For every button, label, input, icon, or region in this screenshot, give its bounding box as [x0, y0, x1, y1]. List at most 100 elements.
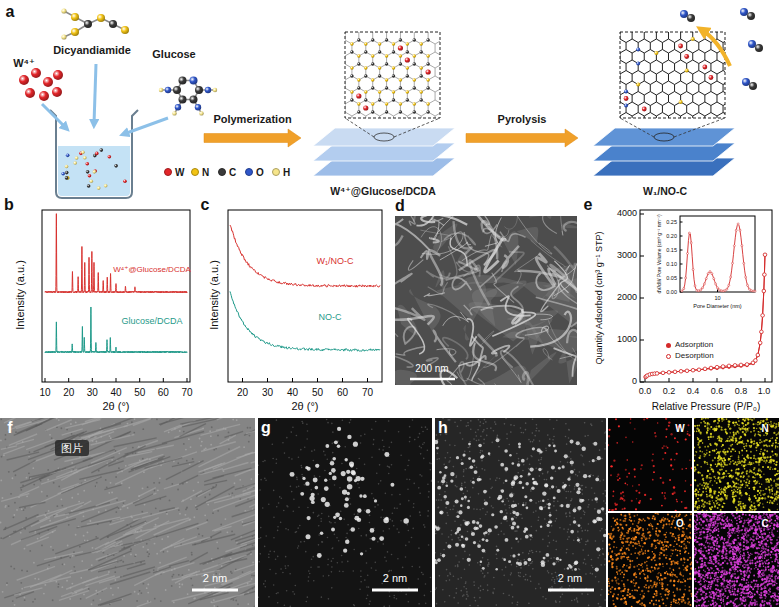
noise-dot: [98, 511, 100, 513]
noise-dot: [389, 595, 391, 597]
noise-dot: [37, 538, 39, 540]
noise-dot: [92, 547, 94, 549]
noise-dot: [366, 534, 368, 536]
noise-dot: [122, 561, 124, 563]
noise-dot: [235, 600, 237, 602]
noise-dot: [216, 541, 218, 543]
sheet-edge: [404, 327, 416, 345]
noise-dot: [192, 584, 194, 586]
lattice-fringe: [55, 458, 93, 471]
noise-dot: [531, 536, 533, 538]
noise-dot: [314, 449, 316, 451]
noise-dot: [354, 605, 356, 607]
data-marker: [739, 229, 741, 231]
single-atom-dot: [337, 444, 341, 448]
data-marker: [747, 284, 749, 286]
noise-dot: [463, 520, 465, 522]
noise-dot: [156, 553, 158, 555]
data-marker: [756, 353, 760, 357]
data-marker: [703, 367, 707, 371]
lattice-atom: [420, 66, 423, 69]
lattice-fringe: [117, 458, 148, 473]
noise-dot: [56, 505, 58, 507]
lattice-atom: [420, 42, 423, 45]
lattice-atom: [357, 102, 360, 105]
zoom-inset: [345, 32, 440, 118]
single-atom-dot: [325, 502, 330, 507]
lattice-fringe: [13, 460, 35, 471]
noise-dot: [308, 576, 310, 578]
noise-dot: [306, 423, 308, 425]
noise-dot: [389, 570, 391, 572]
noise-dot: [304, 484, 306, 486]
noise-dot: [251, 575, 253, 577]
noise-dot: [91, 603, 93, 605]
noise-dot: [212, 512, 214, 514]
noise-dot: [449, 579, 451, 581]
single-atom-dot: [307, 467, 311, 471]
noise-dot: [570, 500, 572, 502]
noise-dot: [532, 568, 534, 570]
noise-dot: [310, 566, 312, 568]
noise-dot: [287, 565, 289, 567]
noise-dot: [382, 439, 384, 441]
single-atom-dot: [356, 476, 361, 481]
noise-dot: [396, 528, 398, 530]
noise-dot: [458, 539, 460, 541]
lattice-fringe: [62, 429, 83, 435]
data-marker: [728, 284, 730, 286]
noise-dot: [409, 515, 411, 517]
noise-dot: [49, 520, 51, 522]
noise-dot: [544, 479, 546, 481]
noise-dot: [210, 435, 212, 437]
noise-dot: [568, 568, 570, 570]
lattice-fringe: [79, 423, 121, 436]
dissolved-species: [66, 154, 70, 158]
tungsten-ion: [43, 77, 53, 87]
lattice-fringe: [243, 520, 255, 526]
noise-dot: [26, 477, 28, 479]
sheet-edge: [531, 240, 565, 267]
noise-dot: [53, 482, 55, 484]
glucose-atom: [159, 88, 163, 92]
noise-dot: [408, 601, 410, 603]
noise-dot: [96, 482, 98, 484]
noise-dot: [379, 449, 381, 451]
noise-dot: [388, 466, 390, 468]
single-atom-dot: [353, 442, 358, 447]
noise-dot: [605, 529, 606, 531]
noise-dot: [0, 440, 2, 442]
data-marker: [667, 371, 671, 375]
noise-dot: [60, 427, 62, 429]
noise-dot: [373, 497, 375, 499]
noise-dot: [393, 595, 395, 597]
noise-dot: [265, 535, 267, 537]
sheet-edge: [430, 238, 439, 243]
noise-dot: [125, 465, 127, 467]
noise-dot: [265, 586, 267, 588]
lattice-atom: [413, 78, 416, 81]
lattice-atom: [364, 90, 367, 93]
noise-dot: [340, 510, 342, 512]
data-marker: [694, 285, 696, 287]
noise-dot: [277, 556, 279, 558]
noise-dot: [173, 574, 175, 576]
single-atom-dot: [370, 528, 375, 533]
noise-dot: [360, 570, 362, 572]
noise-dot: [276, 419, 278, 421]
feed-arrow: [94, 64, 96, 124]
dopant-atom: [636, 48, 640, 52]
noise-dot: [285, 556, 287, 558]
lattice-atom: [406, 42, 409, 45]
noise-dot: [342, 571, 344, 573]
noise-dot: [230, 571, 232, 573]
zoom-line: [345, 118, 374, 137]
noise-dot: [147, 549, 149, 551]
sem-image: [395, 216, 577, 385]
noise-dot: [292, 426, 294, 428]
noise-dot: [108, 571, 110, 573]
noise-dot: [99, 599, 101, 601]
noise-dot: [446, 512, 448, 514]
data-marker: [745, 363, 749, 367]
